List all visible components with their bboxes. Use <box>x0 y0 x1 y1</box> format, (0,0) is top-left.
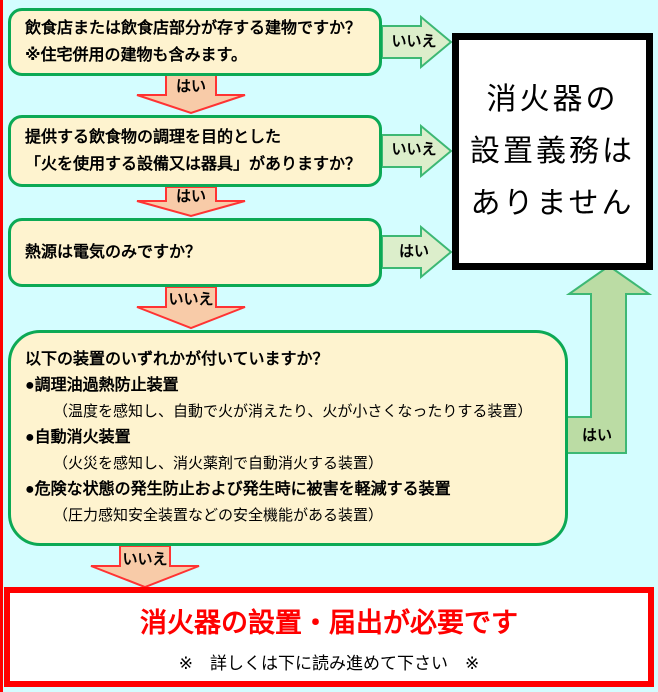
question-box-electric-only: 熱源は電気のみですか？ <box>8 218 382 287</box>
device-detail: （圧力感知安全装置などの安全機能がある装置） <box>53 507 384 524</box>
question-line: 飲食店または飲食店部分が存する建物ですか？ <box>25 20 362 37</box>
no-obligation-line: 消火器の <box>486 82 619 116</box>
required-title: 消火器の設置・届出が必要です <box>140 607 518 638</box>
no-obligation-line: 設置義務は <box>470 134 635 168</box>
device-heading: ●自動消火装置 <box>25 429 131 446</box>
arrow-label-no: いいえ <box>168 291 214 308</box>
question-box-safety-devices: 以下の装置のいずれかが付いていますか？ ●調理油過熱防止装置 （温度を感知し、自… <box>8 330 568 546</box>
arrow-right-no-1-icon <box>381 14 453 70</box>
arrow-down-yes-1-icon <box>136 74 246 115</box>
question-line: 以下の装置のいずれかが付いていますか？ <box>25 351 329 368</box>
no-obligation-box: 消火器の 設置義務は ありません <box>452 33 653 270</box>
question-line: 「火を使用する設備又は器具」がありますか？ <box>25 156 362 173</box>
arrow-right-no-2-icon <box>381 123 453 179</box>
arrow-label-no: いいえ <box>391 141 437 158</box>
arrow-label-yes: はい <box>581 427 612 444</box>
device-heading: ●危険な状態の発生防止および発生時に被害を軽減する装置 <box>25 481 451 498</box>
arrow-down-no-3-icon <box>136 286 246 330</box>
arrow-label-no: いいえ <box>391 33 437 50</box>
arrow-label-yes: はい <box>175 188 206 205</box>
device-detail: （温度を感知し、自動で火が消えたり、火が小さくなったりする装置） <box>53 403 533 420</box>
required-box: 消火器の設置・届出が必要です ※ 詳しくは下に読み進めて下さい ※ <box>4 587 654 687</box>
arrow-label-yes: はい <box>398 243 429 260</box>
device-heading: ●調理油過熱防止装置 <box>25 377 179 394</box>
question-box-restaurant: 飲食店または飲食店部分が存する建物ですか？ ※住宅併用の建物も含みます。 <box>8 8 382 76</box>
arrow-down-no-4-icon <box>90 545 200 589</box>
no-obligation-line: ありません <box>470 186 635 220</box>
arrow-up-elbow-yes-icon <box>565 264 653 454</box>
arrow-right-yes-3-icon <box>381 224 453 280</box>
page-left-border <box>0 0 3 692</box>
arrow-down-yes-2-icon <box>136 186 246 218</box>
question-line: 提供する飲食物の調理を目的とした <box>25 129 282 146</box>
arrow-label-no: いいえ <box>122 551 168 568</box>
question-box-cooking-equipment: 提供する飲食物の調理を目的とした 「火を使用する設備又は器具」がありますか？ <box>8 115 382 187</box>
arrow-label-yes: はい <box>175 78 206 95</box>
device-detail: （火災を感知し、消火薬剤で自動消火する装置） <box>53 455 384 472</box>
question-line: ※住宅併用の建物も含みます。 <box>25 47 247 64</box>
required-note: ※ 詳しくは下に読み進めて下さい ※ <box>178 653 480 673</box>
question-line: 熱源は電気のみですか？ <box>25 244 202 261</box>
